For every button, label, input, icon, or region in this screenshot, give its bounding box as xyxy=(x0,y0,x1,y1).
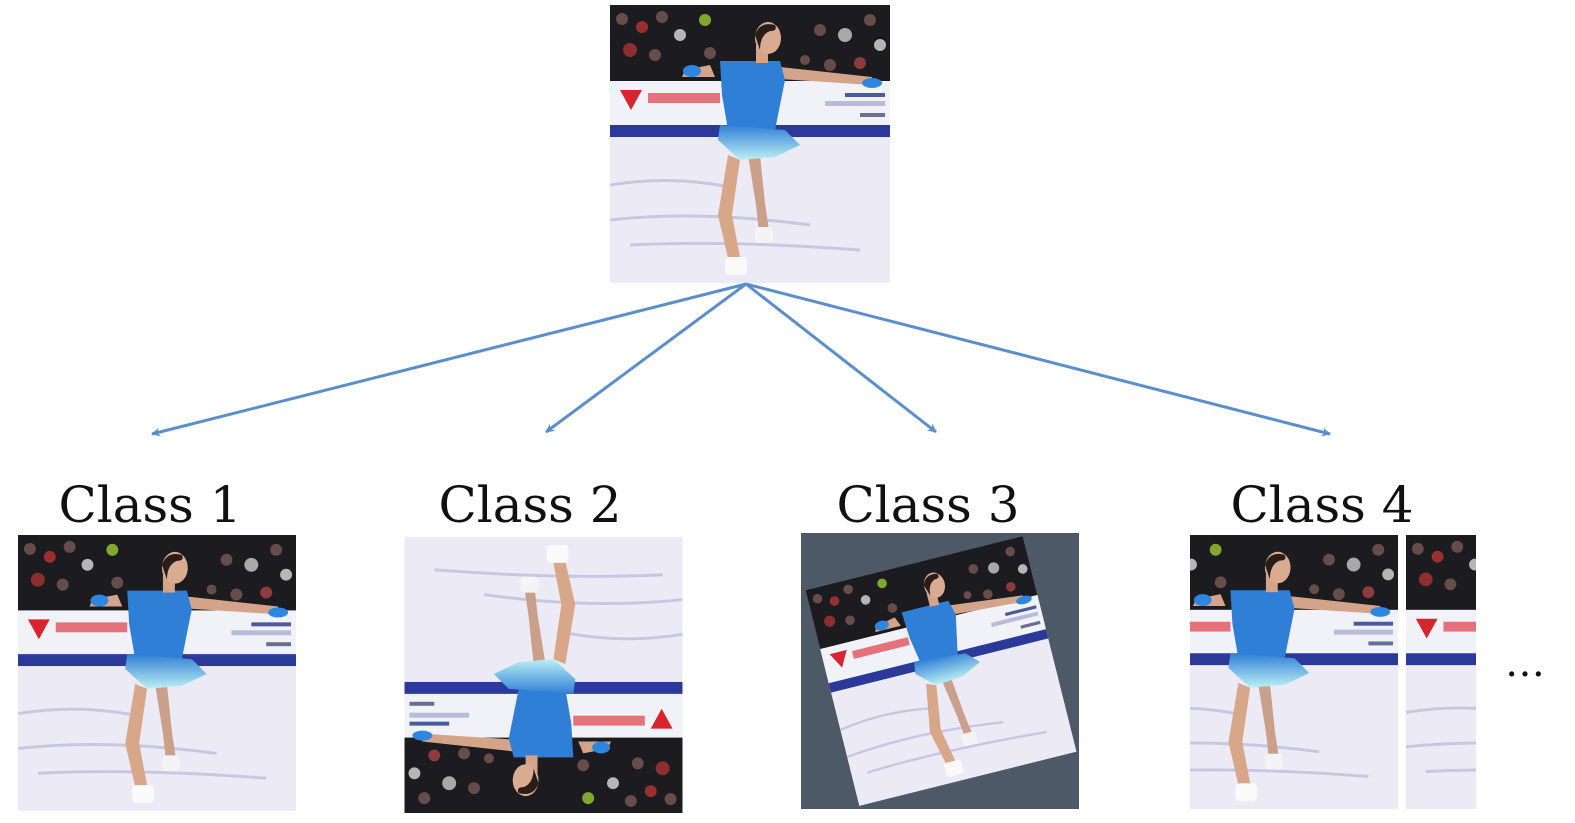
ellipsis: … xyxy=(1505,640,1545,686)
class-3-image xyxy=(801,533,1079,809)
class-4-image-main xyxy=(1190,535,1400,809)
class-1-label: Class 1 xyxy=(58,476,242,534)
class-2-image xyxy=(403,537,684,813)
class-3-label: Class 3 xyxy=(836,476,1020,534)
arrow-class-3 xyxy=(745,282,937,434)
class-2-label: Class 2 xyxy=(438,476,622,534)
arrow-class-4 xyxy=(745,282,1331,437)
class-4-image-wrapped xyxy=(1404,535,1476,809)
arrow-class-2 xyxy=(545,282,747,434)
arrow-class-1 xyxy=(151,282,747,437)
class-1-image xyxy=(17,535,297,811)
class-4-label: Class 4 xyxy=(1230,476,1414,534)
